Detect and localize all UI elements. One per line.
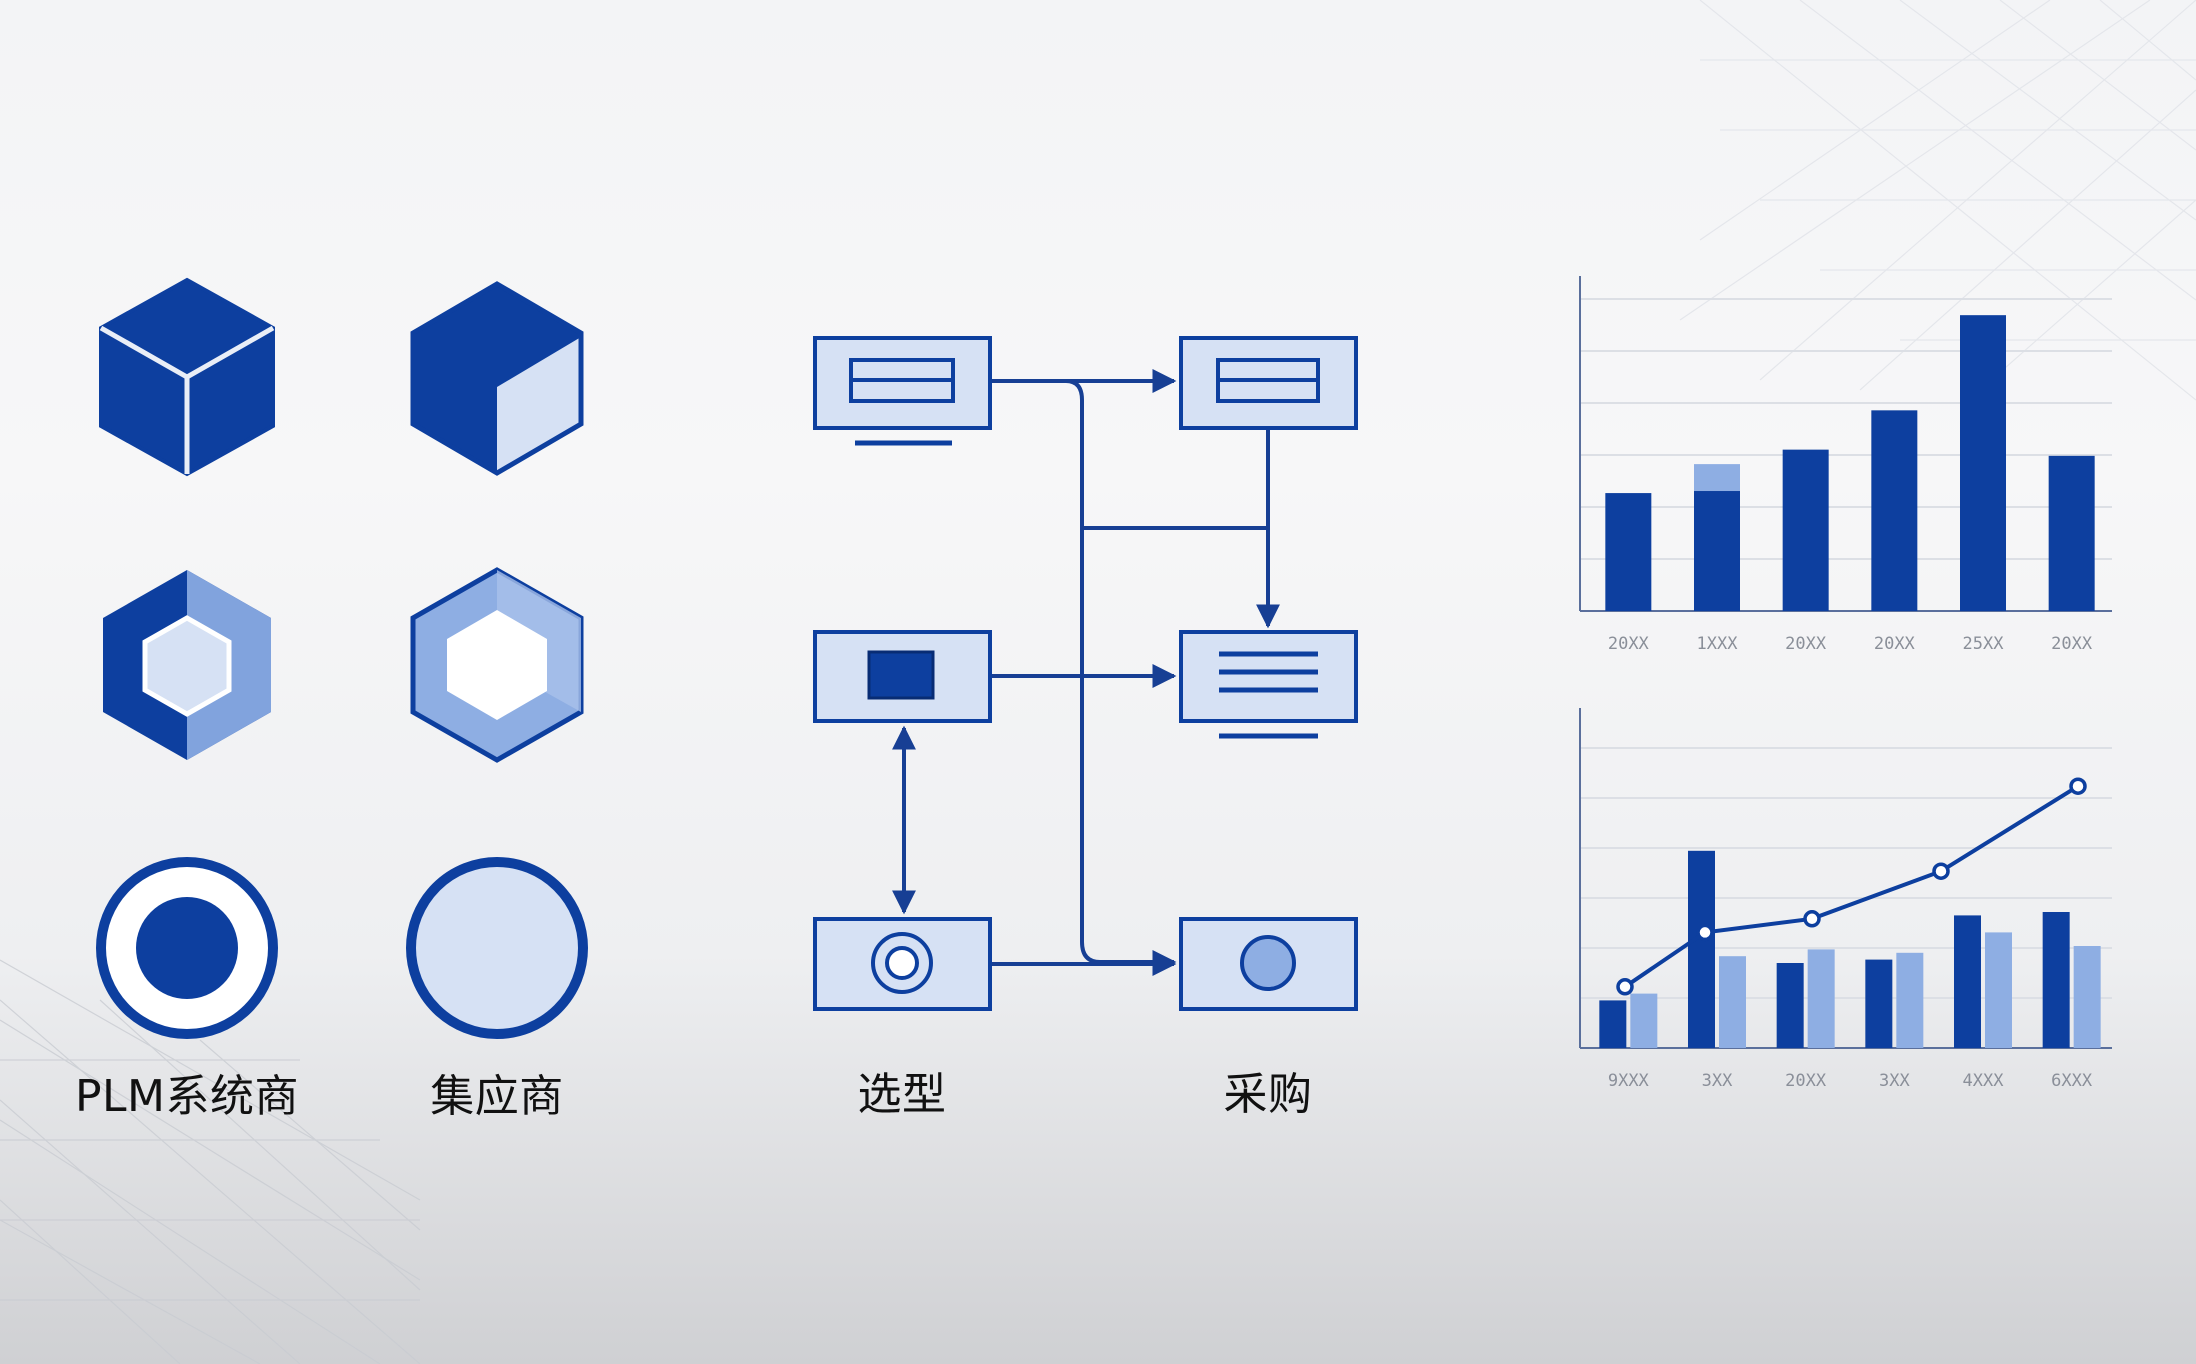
bar-a-4 bbox=[1865, 959, 1893, 1048]
bar-b-3 bbox=[1807, 949, 1835, 1048]
flow-node-proc-bot bbox=[1179, 917, 1358, 1011]
bar-b-5 bbox=[1985, 932, 2012, 1048]
flow-node-proc-mid bbox=[1179, 630, 1358, 739]
bar-a-3 bbox=[1776, 963, 1804, 1048]
flow-connectors bbox=[892, 369, 1280, 976]
flow-node-sel-mid bbox=[813, 630, 992, 723]
label-plm-vendor: PLM系统商 bbox=[74, 1071, 300, 1122]
bar-b-6 bbox=[2073, 946, 2101, 1048]
bar-5 bbox=[1960, 315, 2006, 611]
x-tick-label: 6XXX bbox=[2051, 1071, 2093, 1091]
background-mesh-top-right bbox=[1679, 0, 2196, 401]
bar-a-5 bbox=[1954, 915, 1981, 1048]
x-tick-label: 3XX bbox=[1878, 1071, 1910, 1091]
x-tick-label: 20XX bbox=[1607, 634, 1649, 654]
bar-6 bbox=[2048, 455, 2095, 611]
background-mesh-bottom-left bbox=[0, 959, 421, 1364]
cube-solid-icon bbox=[99, 277, 275, 477]
trend-point-4 bbox=[1932, 862, 1950, 880]
bar-stack-2 bbox=[1694, 464, 1740, 492]
x-tick-label: 3XX bbox=[1701, 1071, 1733, 1091]
bar-a-1 bbox=[1599, 1000, 1627, 1048]
combo-chart-bottom bbox=[1579, 708, 2112, 1049]
hexagon-dark-ring-icon bbox=[103, 570, 271, 760]
bar-4 bbox=[1871, 410, 1918, 611]
label-procurement: 采购 bbox=[1223, 1069, 1313, 1120]
x-tick-label: 20XX bbox=[1785, 1071, 1827, 1091]
circle-light-icon bbox=[406, 857, 588, 1039]
circle-target-icon bbox=[96, 857, 278, 1039]
x-tick-label: 25XX bbox=[1962, 634, 2004, 654]
hexagon-light-ring-icon bbox=[410, 567, 584, 763]
flow-node-sel-bot bbox=[813, 917, 992, 1011]
x-tick-label: 20XX bbox=[1785, 634, 1827, 654]
trend-point-2 bbox=[1696, 923, 1714, 942]
trend-point-5 bbox=[2069, 777, 2087, 795]
bar-2 bbox=[1694, 491, 1740, 611]
bar-a-2 bbox=[1688, 850, 1715, 1048]
trend-point-3 bbox=[1803, 910, 1821, 928]
trend-point-1 bbox=[1616, 978, 1634, 996]
x-tick-label: 9XXX bbox=[1607, 1071, 1649, 1091]
label-selection: 选型 bbox=[857, 1069, 947, 1120]
bar-b-1 bbox=[1630, 993, 1658, 1048]
label-integrator: 集应商 bbox=[430, 1071, 564, 1122]
edge-trunk-down bbox=[1065, 379, 1177, 974]
x-tick-label: 4XXX bbox=[1962, 1071, 2004, 1091]
bar-b-4 bbox=[1896, 952, 1924, 1048]
bar-1 bbox=[1605, 493, 1652, 611]
bar-a-6 bbox=[2042, 912, 2070, 1048]
flow-node-sel-top bbox=[813, 336, 992, 446]
cube-light-face-icon bbox=[410, 281, 584, 476]
bar-b-2 bbox=[1719, 956, 1746, 1048]
x-tick-label: 1XXX bbox=[1696, 634, 1738, 654]
x-tick-label: 20XX bbox=[1873, 634, 1915, 654]
flow-node-proc-top bbox=[1179, 336, 1358, 430]
bar-3 bbox=[1782, 449, 1829, 611]
bar-chart-top bbox=[1579, 276, 2112, 612]
x-tick-label: 20XX bbox=[2051, 634, 2093, 654]
